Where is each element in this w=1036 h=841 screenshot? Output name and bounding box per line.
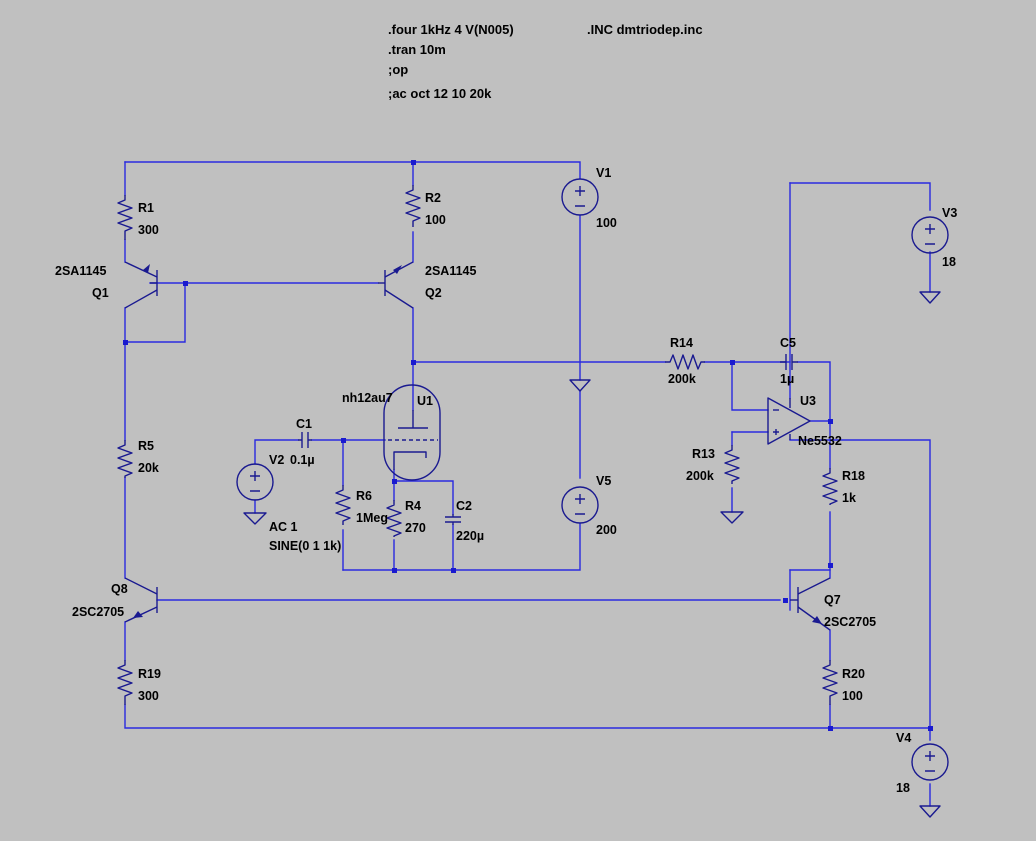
directive-four: .four 1kHz 4 V(N005): [388, 22, 514, 37]
label-r1-value: 300: [138, 223, 159, 237]
label-c2-value: 220µ: [456, 529, 484, 543]
voltage-source-v4[interactable]: [911, 743, 949, 781]
transistor-q2[interactable]: [378, 261, 414, 309]
resistor-r4[interactable]: [386, 500, 402, 537]
label-v1-value: 100: [596, 216, 617, 230]
directive-inc: .INC dmtriodep.inc: [587, 22, 703, 37]
label-r2-name: R2: [425, 191, 441, 205]
voltage-source-v1[interactable]: [561, 178, 599, 216]
label-r4-name: R4: [405, 499, 421, 513]
label-q1-name: Q1: [92, 286, 109, 300]
voltage-source-v5[interactable]: [561, 486, 599, 524]
label-q8-model: 2SC2705: [72, 605, 124, 619]
directive-tran: .tran 10m: [388, 42, 446, 57]
label-c2-name: C2: [456, 499, 472, 513]
label-v1-name: V1: [596, 166, 611, 180]
label-r5-name: R5: [138, 439, 154, 453]
label-q2-name: Q2: [425, 286, 442, 300]
label-v2-sine: SINE(0 1 1k): [269, 539, 341, 553]
voltage-source-v2[interactable]: [236, 463, 274, 501]
capacitor-c2[interactable]: [445, 514, 461, 525]
label-v4-value: 18: [896, 781, 910, 795]
label-u3-name: U3: [800, 394, 816, 408]
capacitor-c1[interactable]: [298, 432, 312, 448]
resistor-r20[interactable]: [822, 660, 838, 705]
capacitor-c5[interactable]: [780, 354, 798, 370]
triode-tube-u1[interactable]: [383, 384, 441, 481]
resistor-r14[interactable]: [665, 354, 705, 370]
label-v5-value: 200: [596, 523, 617, 537]
label-c1-value: 0.1µ: [290, 453, 315, 467]
label-r18-name: R18: [842, 469, 865, 483]
label-v3-name: V3: [942, 206, 957, 220]
opamp-u3[interactable]: [767, 397, 811, 445]
label-q7-name: Q7: [824, 593, 841, 607]
label-r20-value: 100: [842, 689, 863, 703]
label-r4-value: 270: [405, 521, 426, 535]
label-q2-model: 2SA1145: [425, 264, 476, 278]
label-r5-value: 20k: [138, 461, 159, 475]
label-u1-model: nh12au7: [342, 391, 393, 405]
label-r13-value: 200k: [686, 469, 714, 483]
spice-directives: .four 1kHz 4 V(N005) .tran 10m ;op ;ac o…: [388, 22, 703, 101]
resistor-r6[interactable]: [335, 485, 351, 525]
directive-op: ;op: [388, 62, 408, 77]
label-v4-name: V4: [896, 731, 911, 745]
voltage-source-v3[interactable]: [911, 216, 949, 254]
label-c5-name: C5: [780, 336, 796, 350]
directive-ac: ;ac oct 12 10 20k: [388, 86, 492, 101]
resistor-r18[interactable]: [822, 468, 838, 505]
label-c1-name: C1: [296, 417, 312, 431]
label-r19-value: 300: [138, 689, 159, 703]
label-r1-name: R1: [138, 201, 154, 215]
label-r13-name: R13: [692, 447, 715, 461]
transistor-q1[interactable]: [124, 261, 158, 309]
label-v2-ac: AC 1: [269, 520, 298, 534]
label-r14-name: R14: [670, 336, 693, 350]
label-r2-value: 100: [425, 213, 446, 227]
label-q1-model: 2SA1145: [55, 264, 106, 278]
wires: [124, 161, 931, 807]
label-q7-model: 2SC2705: [824, 615, 876, 629]
junctions: [123, 160, 933, 731]
label-r19-name: R19: [138, 667, 161, 681]
label-c5-value: 1µ: [780, 372, 794, 386]
label-u3-model: Ne5532: [798, 434, 842, 448]
label-v2-name: V2: [269, 453, 284, 467]
component-labels: R1 300 R2 100 2SA1145 Q1 2SA1145 Q2 V1 1…: [55, 166, 957, 795]
resistor-r13[interactable]: [724, 445, 740, 484]
ground-icon: [243, 291, 941, 818]
label-u1-name: U1: [417, 394, 433, 408]
label-q8-name: Q8: [111, 582, 128, 596]
transistor-q7[interactable]: [790, 577, 831, 631]
resistor-r1[interactable]: [117, 195, 133, 240]
resistor-r19[interactable]: [117, 660, 133, 705]
label-r6-value: 1Meg: [356, 511, 388, 525]
resistor-r5[interactable]: [117, 440, 133, 478]
transistor-q8[interactable]: [124, 577, 158, 623]
label-r14-value: 200k: [668, 372, 696, 386]
label-v5-name: V5: [596, 474, 611, 488]
label-r6-name: R6: [356, 489, 372, 503]
label-r18-value: 1k: [842, 491, 856, 505]
label-r20-name: R20: [842, 667, 865, 681]
label-v3-value: 18: [942, 255, 956, 269]
resistor-r2[interactable]: [405, 185, 421, 227]
